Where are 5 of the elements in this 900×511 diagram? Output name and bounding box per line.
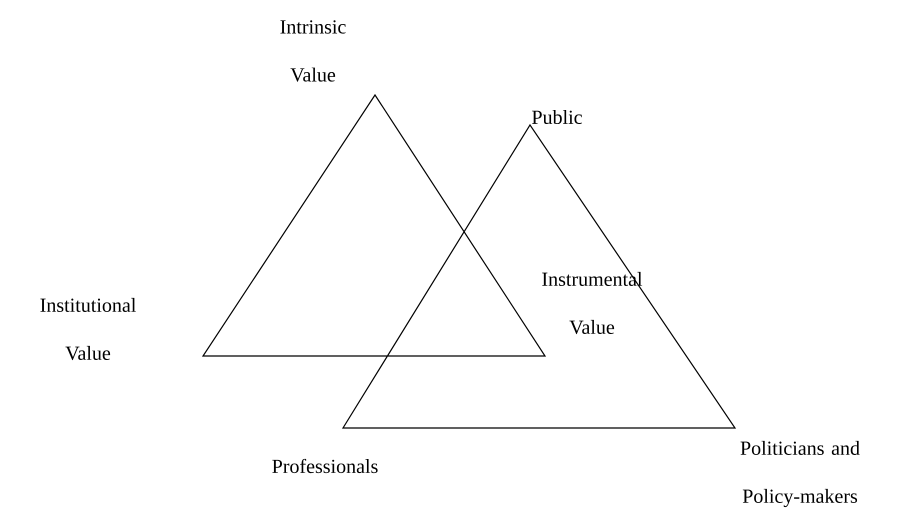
- vertex-label: Institutional Value: [40, 298, 136, 360]
- vertex-label: Intrinsic Value: [280, 20, 346, 82]
- vertex-label: Public: [532, 110, 582, 124]
- vertex-label: Politicians and Policy-makers: [740, 440, 860, 508]
- vertex-label: Professionals: [272, 458, 378, 474]
